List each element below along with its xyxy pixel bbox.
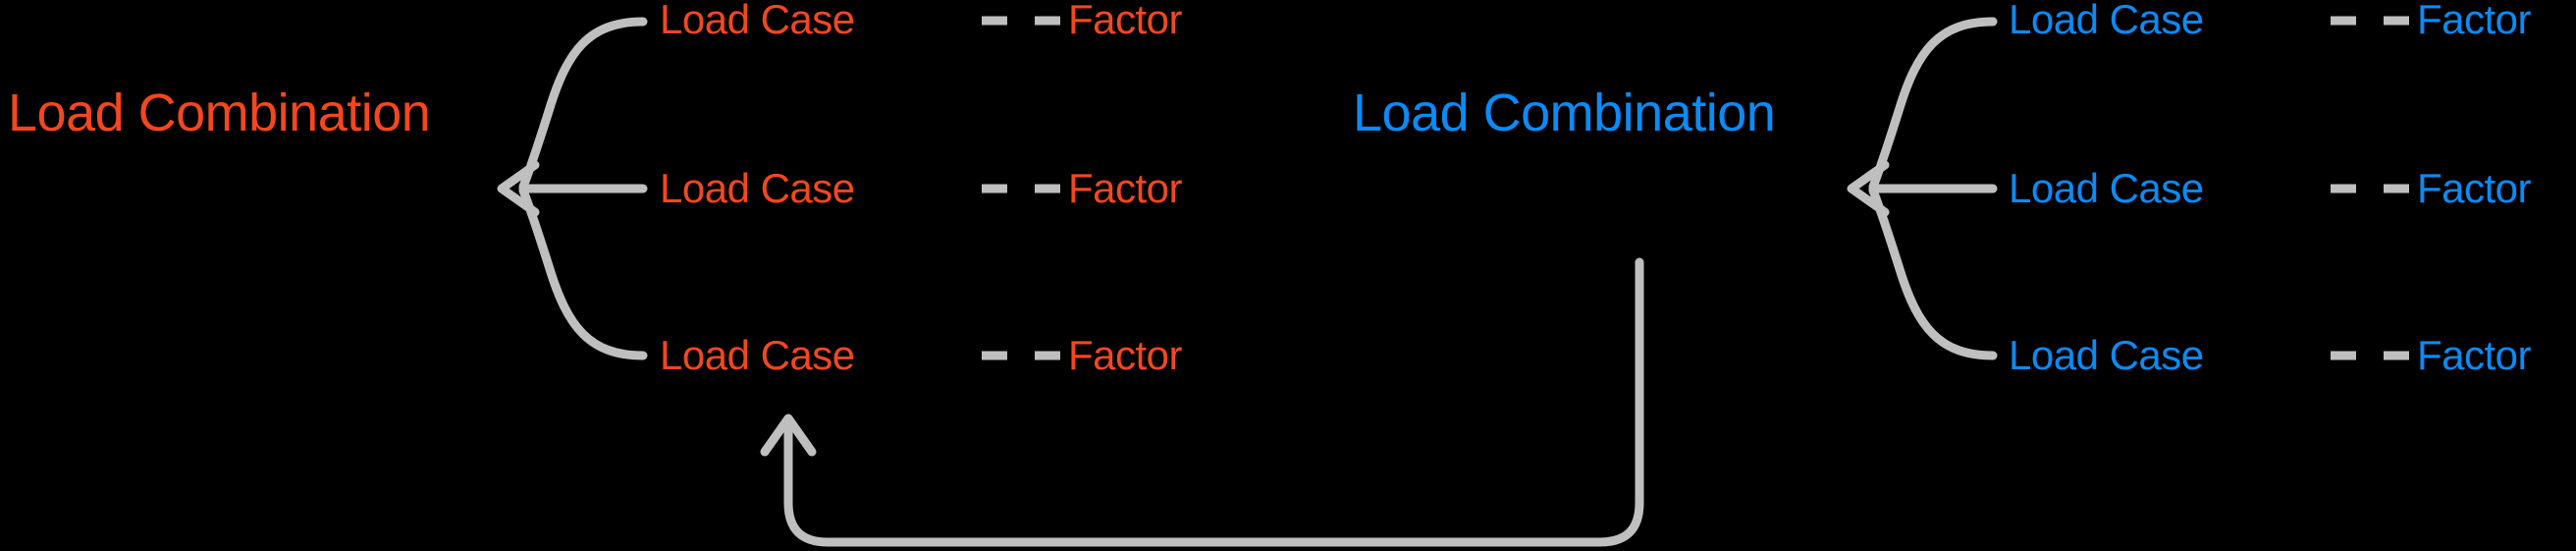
load-combination-left[interactable]: Load Combination: [8, 83, 431, 142]
factor-left-2[interactable]: Factor: [1068, 165, 1183, 211]
factor-left-3[interactable]: Factor: [1068, 332, 1183, 378]
right-combination-arrowhead-icon: [1847, 160, 1890, 217]
edge-right-case-3: [1868, 186, 1998, 360]
factor-left-1[interactable]: Factor: [1068, 0, 1183, 42]
factor-right-2[interactable]: Factor: [2417, 165, 2532, 211]
left-group-converging-edges: [518, 17, 648, 360]
load-case-left-2[interactable]: Load Case: [660, 165, 855, 211]
load-case-left-1[interactable]: Load Case: [660, 0, 855, 42]
right-group-dashed-links: [2331, 16, 2411, 360]
right-group-converging-edges: [1868, 17, 1998, 360]
load-case-right-3[interactable]: Load Case: [2009, 332, 2204, 378]
edge-right-case-1: [1868, 17, 1998, 192]
load-case-left-3[interactable]: Load Case: [660, 332, 855, 378]
edge-left-case-1: [518, 17, 648, 192]
factor-right-1[interactable]: Factor: [2417, 0, 2532, 42]
load-case-right-1[interactable]: Load Case: [2009, 0, 2204, 42]
load-case-right-2[interactable]: Load Case: [2009, 165, 2204, 211]
feedback-arrowhead-up-icon: [760, 413, 817, 457]
load-combination-right[interactable]: Load Combination: [1353, 83, 1776, 142]
left-group-dashed-links: [982, 16, 1062, 360]
feedback-edge-right-to-left: [783, 257, 1644, 547]
edge-left-case-3: [518, 186, 648, 360]
factor-right-3[interactable]: Factor: [2417, 332, 2532, 378]
left-combination-arrowhead-icon: [497, 160, 540, 217]
